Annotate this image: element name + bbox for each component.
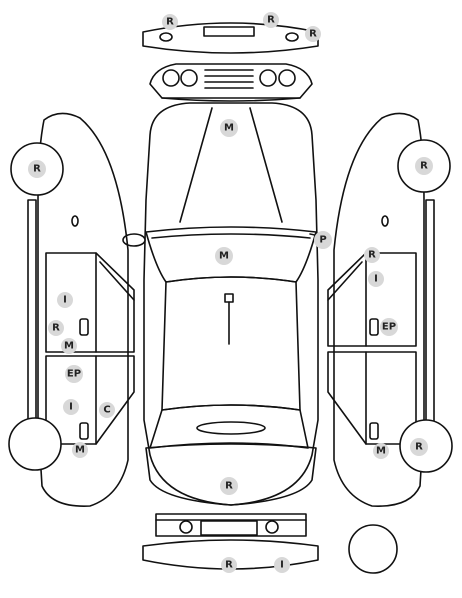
badge-trunk[interactable]: R	[220, 477, 238, 495]
badge-label: R	[420, 161, 428, 172]
badge-label: M	[219, 251, 229, 262]
badge-left-front-door-m[interactable]: M	[61, 338, 77, 354]
badge-fuel-cap[interactable]: P	[314, 231, 332, 249]
badge-label: I	[374, 274, 378, 285]
front-bumper[interactable]	[142, 22, 319, 54]
badge-left-rear-door-i[interactable]: I	[63, 399, 79, 415]
badge-right-rear-door-m[interactable]: M	[373, 443, 389, 459]
badge-left-front-door-i[interactable]: I	[57, 292, 73, 308]
spare-wheel[interactable]	[348, 524, 398, 574]
badge-label: R	[33, 164, 41, 175]
badge-label: C	[103, 405, 110, 416]
badge-label: M	[224, 123, 234, 134]
badge-label: P	[319, 235, 326, 246]
rear-bumper[interactable]	[142, 539, 319, 570]
badge-right-rear-wheel[interactable]: R	[410, 438, 428, 456]
badge-right-front-wheel[interactable]: R	[415, 157, 433, 175]
badge-front-bumper-r3[interactable]: R	[305, 26, 321, 42]
badge-left-front-wheel[interactable]: R	[28, 160, 46, 178]
badge-left-front-door-r[interactable]: R	[48, 320, 64, 336]
badge-label: R	[267, 15, 275, 26]
right-side-view[interactable]	[327, 112, 453, 507]
badge-label: R	[368, 250, 376, 261]
badge-label: R	[225, 481, 233, 492]
badge-label: R	[309, 29, 317, 40]
badge-label: I	[69, 402, 73, 413]
badge-label: R	[166, 17, 174, 28]
badge-hood[interactable]: M	[220, 119, 238, 137]
badge-label: R	[52, 323, 60, 334]
badge-label: M	[376, 446, 386, 457]
badge-front-bumper-r2[interactable]: R	[263, 12, 279, 28]
badge-label: M	[75, 445, 85, 456]
rear-lights[interactable]	[155, 513, 307, 537]
badge-label: I	[63, 295, 67, 306]
badge-label: R	[225, 560, 233, 571]
front-grille[interactable]	[149, 63, 313, 102]
badge-rear-bumper-i[interactable]: I	[274, 557, 290, 573]
badge-front-bumper-r1[interactable]: R	[162, 14, 178, 30]
badge-right-front-door-i[interactable]: I	[368, 271, 384, 287]
badge-left-rear-door-c[interactable]: C	[99, 402, 115, 418]
badge-label: I	[280, 560, 284, 571]
badge-right-front-door-ep[interactable]: EP	[380, 318, 398, 336]
badge-label: EP	[67, 369, 81, 380]
car-body-top[interactable]	[122, 102, 323, 506]
badge-left-rear-door-ep[interactable]: EP	[65, 365, 83, 383]
badge-rear-bumper-r[interactable]: R	[221, 557, 237, 573]
badge-label: R	[415, 442, 423, 453]
badge-left-rear-door-m[interactable]: M	[72, 442, 88, 458]
badge-windshield[interactable]: M	[215, 247, 233, 265]
badge-label: EP	[382, 322, 396, 333]
left-side-view[interactable]	[8, 112, 135, 507]
badge-label: M	[64, 341, 74, 352]
badge-right-front-door-r[interactable]: R	[364, 247, 380, 263]
